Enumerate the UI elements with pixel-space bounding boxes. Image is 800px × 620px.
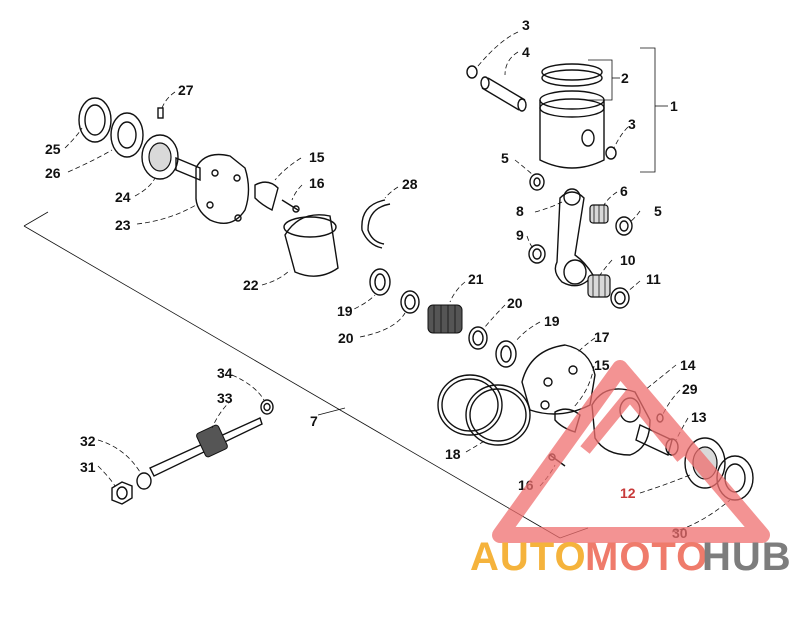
watermark-moto: MOTO [585,535,708,579]
connecting-rod-group [528,173,633,309]
callout-24: 24 [115,189,131,205]
callout-12: 12 [620,485,636,501]
callout-7: 7 [310,413,318,429]
callout-3: 3 [522,17,530,33]
callout-9: 9 [516,227,524,243]
callout-15: 15 [594,357,610,373]
piston-group [466,47,668,173]
callout-20: 20 [507,295,523,311]
assembly-bracket-7 [23,211,589,539]
callout-14: 14 [680,357,696,373]
callout-1: 1 [670,98,678,114]
callout-21: 21 [468,271,484,287]
shaft-group [111,399,274,505]
callout-25: 25 [45,141,61,157]
callout-labels: 3 4 2 1 3 5 6 8 5 9 10 11 27 25 26 15 16… [45,17,707,541]
callout-32: 32 [80,433,96,449]
callout-3: 3 [628,116,636,132]
callout-34: 34 [217,365,233,381]
callout-20: 20 [338,330,354,346]
callout-2: 2 [621,70,629,86]
callout-31: 31 [80,459,96,475]
callout-16: 16 [309,175,325,191]
watermark-auto: AUTO [470,535,587,579]
callout-11: 11 [646,271,661,287]
left-crank-group [78,97,391,277]
callout-26: 26 [45,165,61,181]
callout-15: 15 [309,149,325,165]
watermark-hub: HUB [702,535,792,579]
callout-27: 27 [178,82,194,98]
callout-22: 22 [243,277,259,293]
callout-17: 17 [594,329,610,345]
leader-lines [64,31,731,533]
callout-13: 13 [691,409,707,425]
watermark-wordmark: AUTO MOTO HUB [470,535,792,579]
watermark-logo [492,360,770,543]
callout-5: 5 [654,203,662,219]
callout-33: 33 [217,390,233,406]
callout-28: 28 [402,176,418,192]
callout-29: 29 [682,381,698,397]
callout-4: 4 [522,44,530,60]
callout-18: 18 [445,446,461,462]
callout-19: 19 [337,303,353,319]
callout-23: 23 [115,217,131,233]
callout-10: 10 [620,252,636,268]
callout-6: 6 [620,183,628,199]
center-bearings-group [369,268,517,368]
callout-8: 8 [516,203,524,219]
callout-19: 19 [544,313,560,329]
callout-5: 5 [501,150,509,166]
